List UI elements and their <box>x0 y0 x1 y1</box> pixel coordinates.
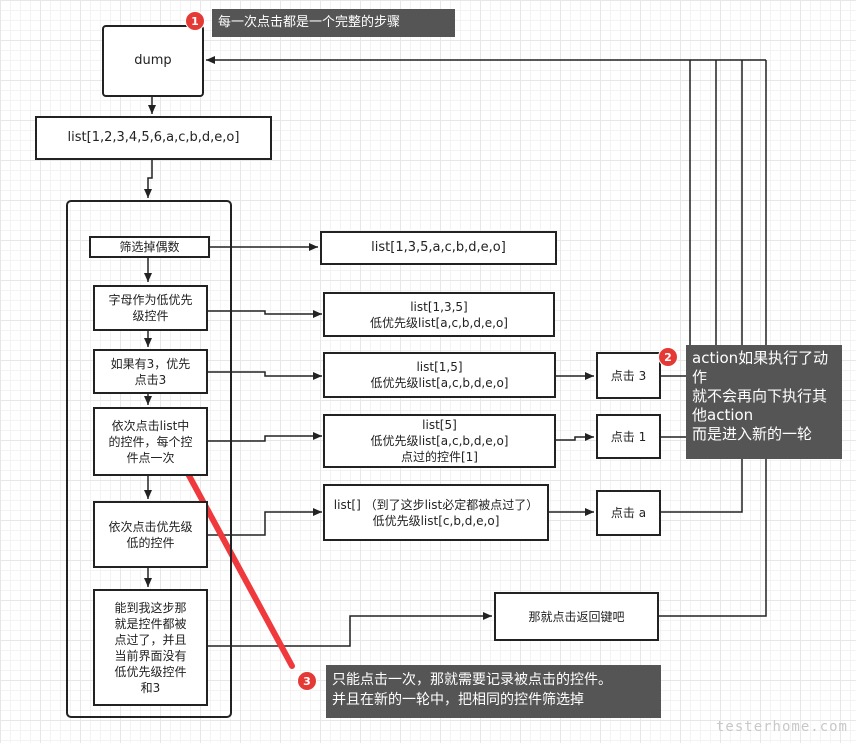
loop-click3 <box>661 60 691 377</box>
list-15-low-node: list[1,5] 低优先级list[a,c,b,d,e,o] <box>323 352 556 398</box>
main-loop-container <box>66 200 232 718</box>
callout-2-text: action如果执行了动 作 就不会再向下执行其 他action 而是进入新的一… <box>686 345 842 459</box>
arrow-list-to-container <box>144 158 153 198</box>
loop-clicka <box>661 60 743 513</box>
dump-node: dump <box>102 25 204 97</box>
filter-even-node: 筛选掉偶数 <box>89 236 210 258</box>
click-a-node: 点击 a <box>596 490 661 536</box>
arrow-letters-to-list135 <box>207 310 322 318</box>
callout-1-text: 每一次点击都是一个完整的步骤 <box>212 9 455 37</box>
click-each-node: 依次点击list中 的控件，每个控 件点一次 <box>93 407 208 476</box>
callout-1-badge: 1 <box>185 11 205 31</box>
click-1-node: 点击 1 <box>596 414 661 459</box>
click-low-node: 依次点击优先级 低的控件 <box>93 501 208 568</box>
list-135-low-node: list[1,3,5] 低优先级list[a,c,b,d,e,o] <box>323 292 555 337</box>
list-odd-node: list[1,3,5,a,c,b,d,e,o] <box>320 231 557 265</box>
list-empty-low-node: list[] （到了这步list必定都被点过了） 低优先级list[c,b,d,… <box>323 484 549 541</box>
reach-here-node: 能到我这步那 就是控件都被 点过了，并且 当前界面没有 低优先级控件 和3 <box>93 589 208 706</box>
callout-2-badge: 2 <box>658 347 678 367</box>
list-full-node: list[1,2,3,4,5,6,a,c,b,d,e,o] <box>35 116 272 160</box>
watermark: testerhome.com <box>715 719 848 735</box>
callout-3-text: 只能点击一次，那就需要记录被点击的控件。 并且在新的一轮中，把相同的控件筛选掉 <box>326 665 661 718</box>
arrow-reach-to-back <box>207 612 492 647</box>
arrow-clickeach-to-list5 <box>207 432 322 442</box>
if-three-node: 如果有3，优先 点击3 <box>93 349 208 394</box>
arrow-clicklow-to-listempty <box>207 508 322 536</box>
click-3-node: 点击 3 <box>596 352 661 399</box>
click-back-node: 那就点击返回键吧 <box>494 592 659 641</box>
letters-low-node: 字母作为低优先 级控件 <box>93 285 208 331</box>
arrow-if3-to-list15 <box>207 371 322 380</box>
arrow-list5-to-click1 <box>556 433 594 441</box>
callout-3-badge: 3 <box>297 671 317 691</box>
loop-back <box>658 60 767 617</box>
list-5-clicked-node: list[5] 低优先级list[a,c,b,d,e,o] 点过的控件[1] <box>323 414 556 468</box>
